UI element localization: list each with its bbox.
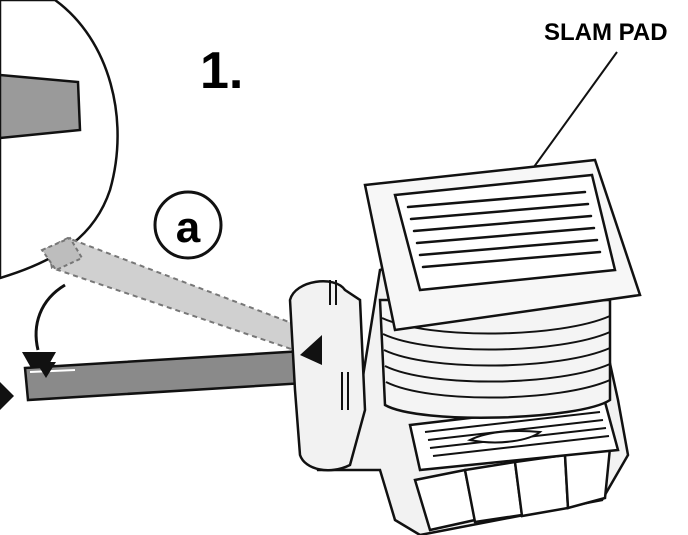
front-bumper [413,446,612,532]
left-arrow-icon [0,382,14,410]
callout-a: a [153,190,223,260]
callout-letter: a [176,203,201,252]
slam-pad-grille [406,190,602,269]
disc-stack [378,298,612,419]
handle-bar [23,348,324,402]
zoom-handle-detail [0,73,82,140]
zoom-detail-circle [0,0,119,280]
slam-pad-label: SLAM PAD [544,19,668,46]
side-housing [288,280,367,472]
down-arrow-icon [36,362,56,378]
slam-pad [363,158,642,332]
handle-ghost-position [40,236,312,354]
step-number: 1. [200,42,243,100]
